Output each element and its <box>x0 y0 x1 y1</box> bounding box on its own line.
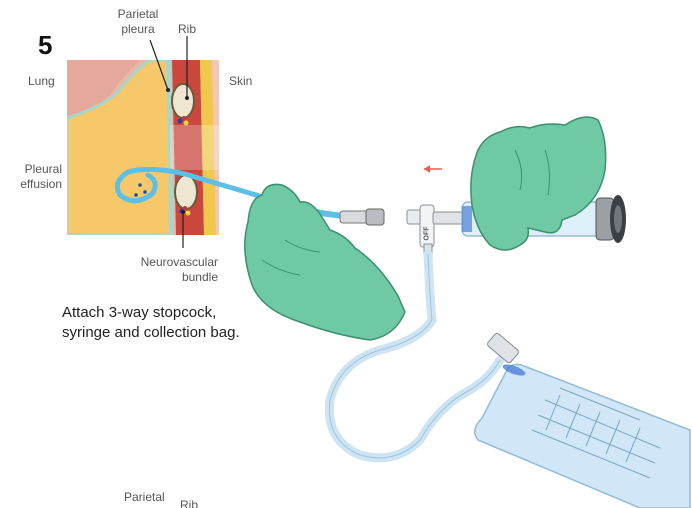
bag-connector <box>486 332 519 364</box>
anatomy-inset <box>67 36 220 248</box>
stopcock-off-label: OFF <box>424 227 431 241</box>
label-rib: Rib <box>178 22 196 37</box>
label-parietal-pleura: Parietal pleura <box>108 7 168 37</box>
label-rib-next: Rib <box>180 498 198 508</box>
catheter-connector <box>340 209 384 225</box>
rib-lower <box>175 175 197 209</box>
step-caption: Attach 3-way stopcock, syringe and colle… <box>62 303 362 343</box>
direction-arrow <box>424 165 442 173</box>
label-skin: Skin <box>229 74 252 89</box>
label-parietal-next: Parietal <box>124 490 165 505</box>
rib-upper <box>172 84 194 118</box>
label-lung: Lung <box>28 74 55 89</box>
collection-bag <box>475 362 690 508</box>
label-pleural-effusion: Pleural effusion <box>6 162 62 192</box>
step-number: 5 <box>38 30 52 61</box>
label-neurovascular-bundle: Neurovascular bundle <box>120 255 218 285</box>
three-way-stopcock <box>407 205 463 254</box>
